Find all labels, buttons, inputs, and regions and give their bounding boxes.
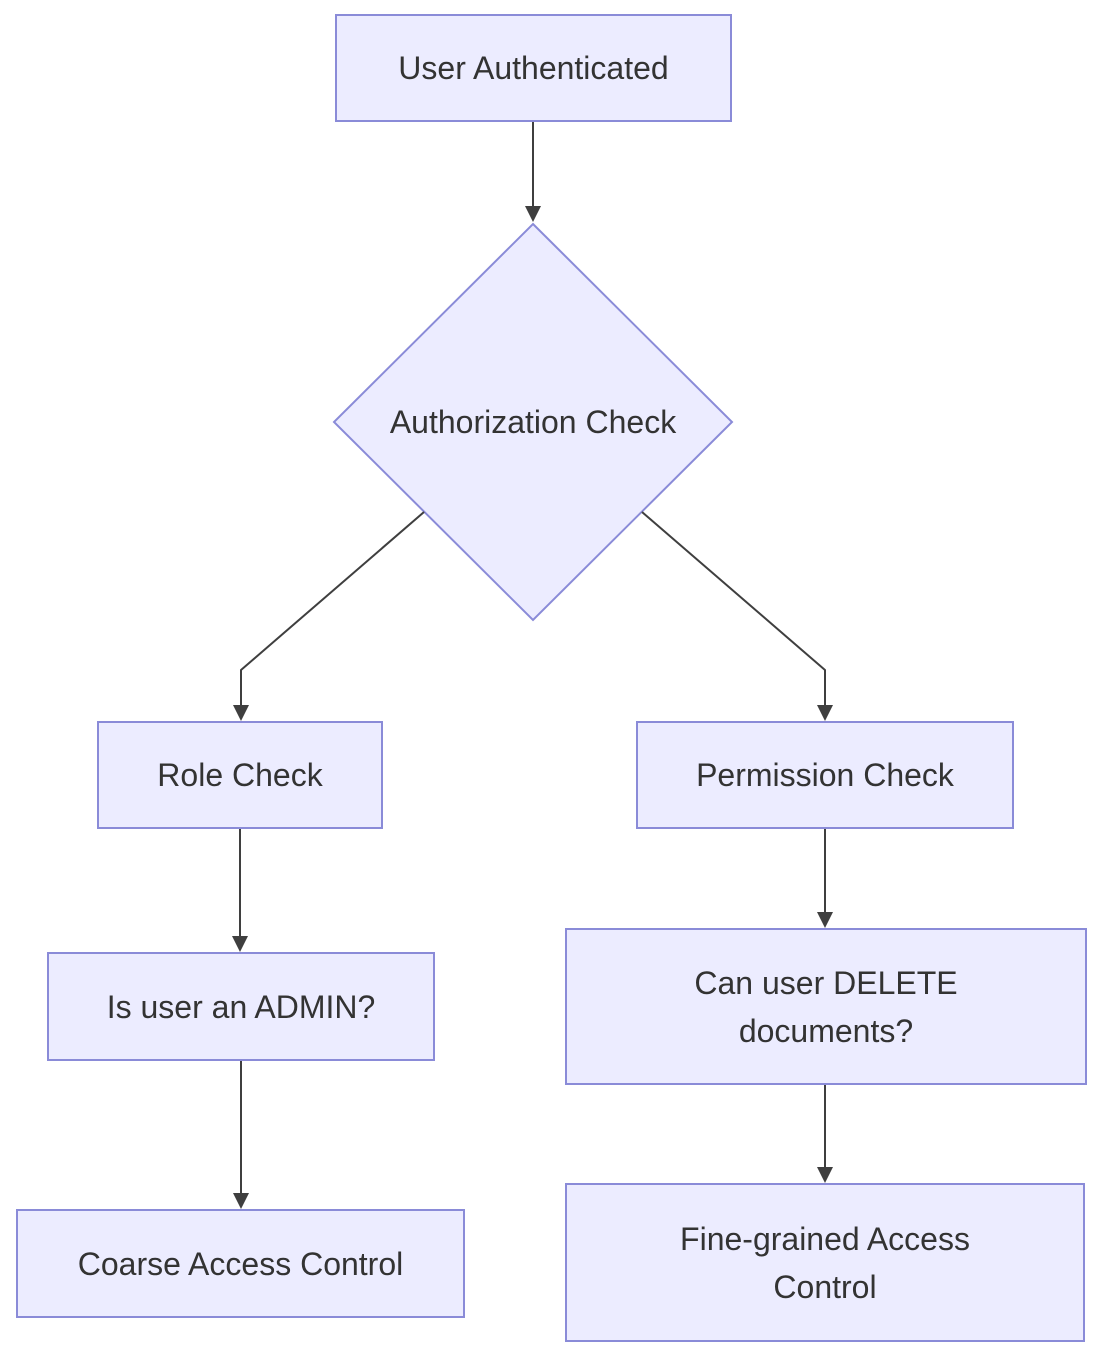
edge-authz-to-perm (641, 511, 826, 705)
arrowhead (817, 705, 833, 721)
node-fine-grained-access-control: Fine-grained Access Control (565, 1183, 1085, 1342)
arrowhead (525, 206, 541, 222)
edge-authz-to-role (240, 511, 425, 705)
node-role-check: Role Check (97, 721, 383, 829)
arrowhead (817, 912, 833, 928)
arrowhead (233, 705, 249, 721)
arrowhead (232, 936, 248, 952)
node-coarse-access-control: Coarse Access Control (16, 1209, 465, 1318)
node-can-user-delete: Can user DELETE documents? (565, 928, 1087, 1085)
arrowhead (233, 1193, 249, 1209)
decision-diamond-shape (332, 222, 734, 622)
node-user-authenticated: User Authenticated (335, 14, 732, 122)
node-authorization-check-label: Authorization Check (389, 404, 677, 440)
node-permission-check: Permission Check (636, 721, 1014, 829)
arrowhead (817, 1167, 833, 1183)
node-is-user-admin: Is user an ADMIN? (47, 952, 435, 1061)
